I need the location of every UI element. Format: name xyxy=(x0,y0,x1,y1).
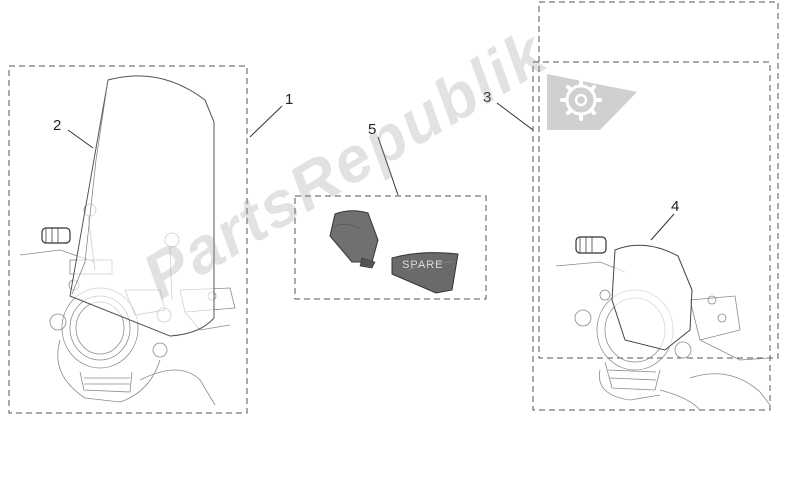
group-box-3-inner xyxy=(538,1,779,359)
leader-line-2 xyxy=(67,129,94,149)
leader-line-4 xyxy=(650,213,675,241)
callout-5: 5 xyxy=(368,121,377,138)
callout-1: 1 xyxy=(285,91,294,108)
callout-2: 2 xyxy=(53,117,62,134)
small-flyscreen xyxy=(611,244,693,351)
hand-guard-sticker-text: SPARE xyxy=(402,259,444,271)
group-box-3-outer xyxy=(532,61,771,411)
callout-3: 3 xyxy=(483,89,492,106)
leader-line-3 xyxy=(496,102,534,131)
group-box-1 xyxy=(8,65,248,414)
hand-guards xyxy=(329,210,459,294)
group-box-5 xyxy=(294,195,487,300)
leader-line-1 xyxy=(249,105,283,138)
large-windscreen-inner-edge xyxy=(71,79,109,295)
gear-watermark-icon xyxy=(547,74,637,130)
callout-4: 4 xyxy=(671,198,680,215)
leader-line-5 xyxy=(377,136,399,196)
large-windscreen xyxy=(69,75,215,337)
hand-guard-left xyxy=(329,210,379,263)
